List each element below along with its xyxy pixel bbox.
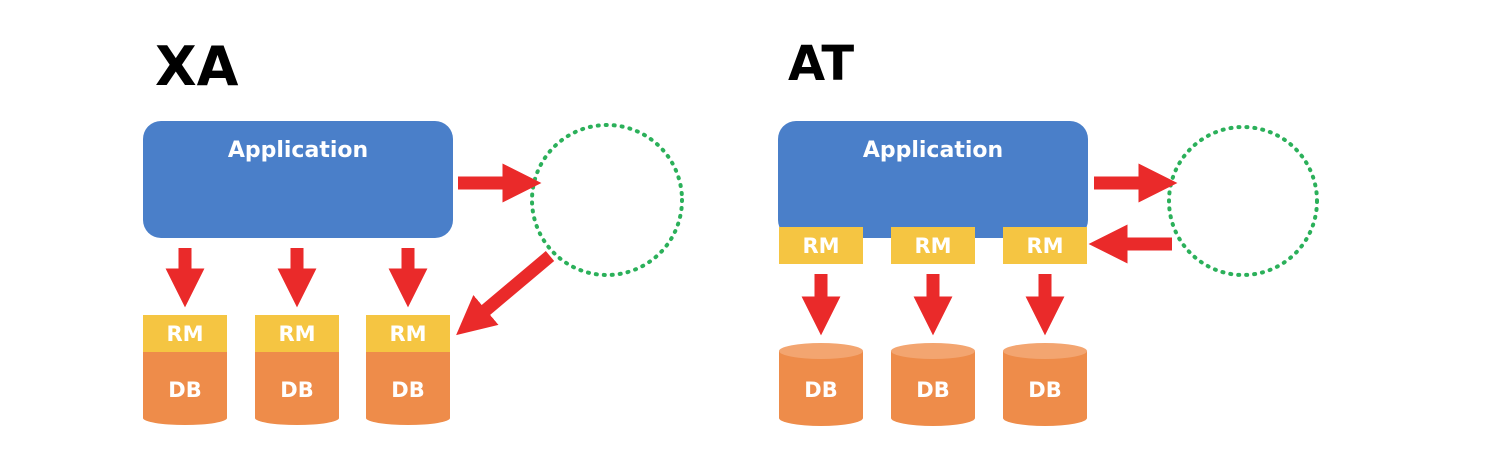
- at-db-2-label: DB: [916, 378, 949, 402]
- at-db-1-label: DB: [804, 378, 837, 402]
- at-application-label: Application: [863, 138, 1003, 163]
- xa-db-2-label: DB: [280, 378, 313, 402]
- xa-application-box: [143, 121, 453, 238]
- xa-db-3-label: DB: [391, 378, 424, 402]
- at-rm-2: [891, 227, 975, 264]
- at-db-3: DB: [1003, 343, 1087, 426]
- xa-db-3-rm-band: [366, 315, 450, 352]
- at-db-2: DB: [891, 343, 975, 426]
- xa-db-1-body: [143, 352, 227, 425]
- at-rm-1: [779, 227, 863, 264]
- at-application-box: [778, 121, 1088, 238]
- xa-db-1-label: DB: [168, 378, 201, 402]
- at-db-2-body: [891, 351, 975, 426]
- xa-db-2-body: [255, 352, 339, 425]
- at-db-3-label: DB: [1028, 378, 1061, 402]
- at-title: AT: [788, 36, 854, 92]
- at-db-1-body: [779, 351, 863, 426]
- xa-db-2: RM DB: [255, 315, 339, 425]
- at-coordinator-circle: [1167, 125, 1319, 277]
- at-db-1: DB: [779, 343, 863, 426]
- at-rm-3-label: RM: [1026, 234, 1063, 258]
- at-rm-1-label: RM: [802, 234, 839, 258]
- xa-application-label: Application: [228, 138, 368, 163]
- xa-db-3-body: [366, 352, 450, 425]
- at-db-1-top: [779, 343, 863, 359]
- xa-arrow-coordinator-to-rm3: [456, 251, 555, 336]
- at-db-2-top: [891, 343, 975, 359]
- xa-coordinator-circle: [530, 123, 684, 277]
- xa-db-3-rm-label: RM: [389, 322, 426, 346]
- xa-db-1-rm-band: [143, 315, 227, 352]
- at-db-3-body: [1003, 351, 1087, 426]
- xa-section: XA Application RM DB RM DB RM: [143, 35, 684, 425]
- xa-db-1: RM DB: [143, 315, 227, 425]
- xa-db-2-rm-label: RM: [278, 322, 315, 346]
- at-rm-3: [1003, 227, 1087, 264]
- xa-db-3: RM DB: [366, 315, 450, 425]
- at-rm-2-label: RM: [914, 234, 951, 258]
- xa-db-1-rm-label: RM: [166, 322, 203, 346]
- at-db-3-top: [1003, 343, 1087, 359]
- xa-title: XA: [155, 35, 239, 98]
- at-section: AT Application RM RM RM DB DB: [778, 36, 1319, 426]
- xa-db-2-rm-band: [255, 315, 339, 352]
